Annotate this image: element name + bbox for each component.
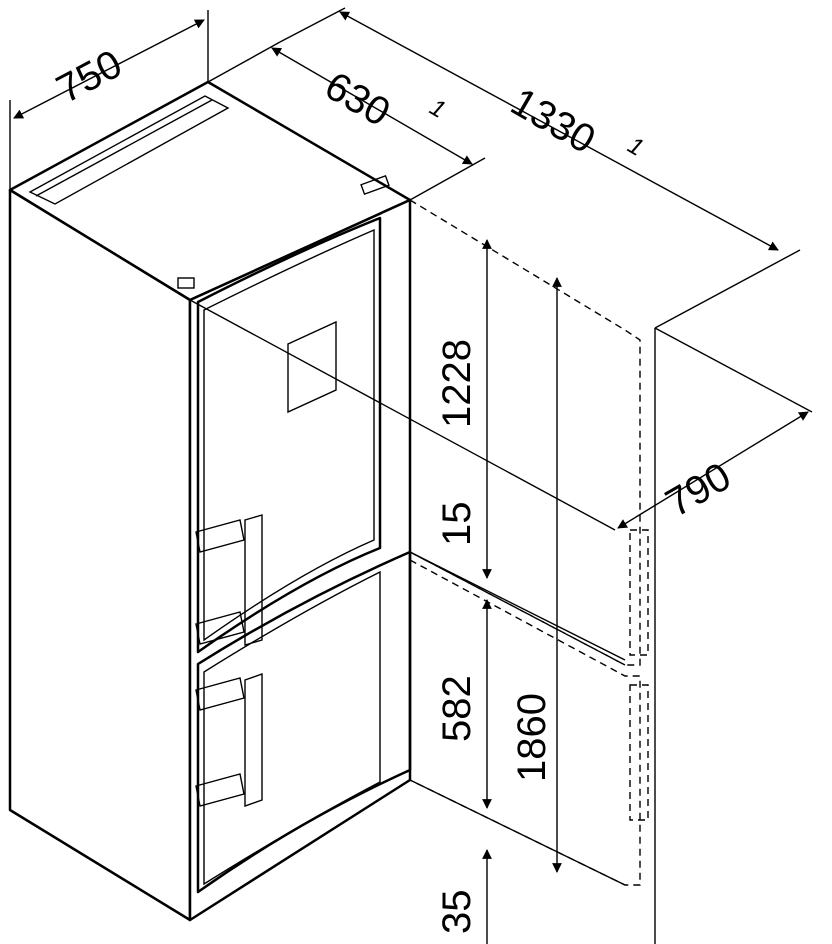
fridge-front-face (188, 198, 412, 922)
label-1330: 1330 (504, 80, 603, 163)
upper-handle-bracket-bottom (195, 611, 245, 645)
label-630-note: 1 (425, 94, 450, 124)
label-1860: 1860 (510, 693, 554, 782)
dimension-lines (9, 7, 813, 944)
lower-handle (244, 673, 263, 807)
upper-handle-bracket-top (195, 519, 245, 553)
label-1228: 1228 (435, 339, 479, 428)
upper-door (195, 216, 382, 654)
dim-line-1330 (339, 11, 779, 251)
upper-door-outline (196, 216, 382, 654)
lower-door-outline (196, 550, 412, 894)
display-panel (287, 320, 337, 414)
upper-handle (244, 514, 263, 646)
label-35: 35 (435, 890, 479, 935)
lower-handle-bracket-bottom (195, 773, 245, 807)
fridge-body (8, 80, 412, 922)
front-hinge (177, 277, 195, 289)
label-790: 790 (659, 454, 739, 525)
label-1330-note: 1 (623, 132, 648, 162)
label-750: 750 (50, 42, 130, 112)
label-582: 582 (435, 675, 479, 742)
open-door-outline (409, 199, 649, 886)
label-15: 15 (435, 502, 479, 547)
lower-door (195, 550, 412, 894)
lower-handle-bracket-top (195, 677, 245, 711)
dim-line-790 (617, 411, 809, 529)
top-vent (28, 95, 230, 205)
label-630: 630 (318, 64, 398, 135)
dim-line-750 (13, 19, 205, 119)
fridge-left-side (8, 188, 192, 922)
